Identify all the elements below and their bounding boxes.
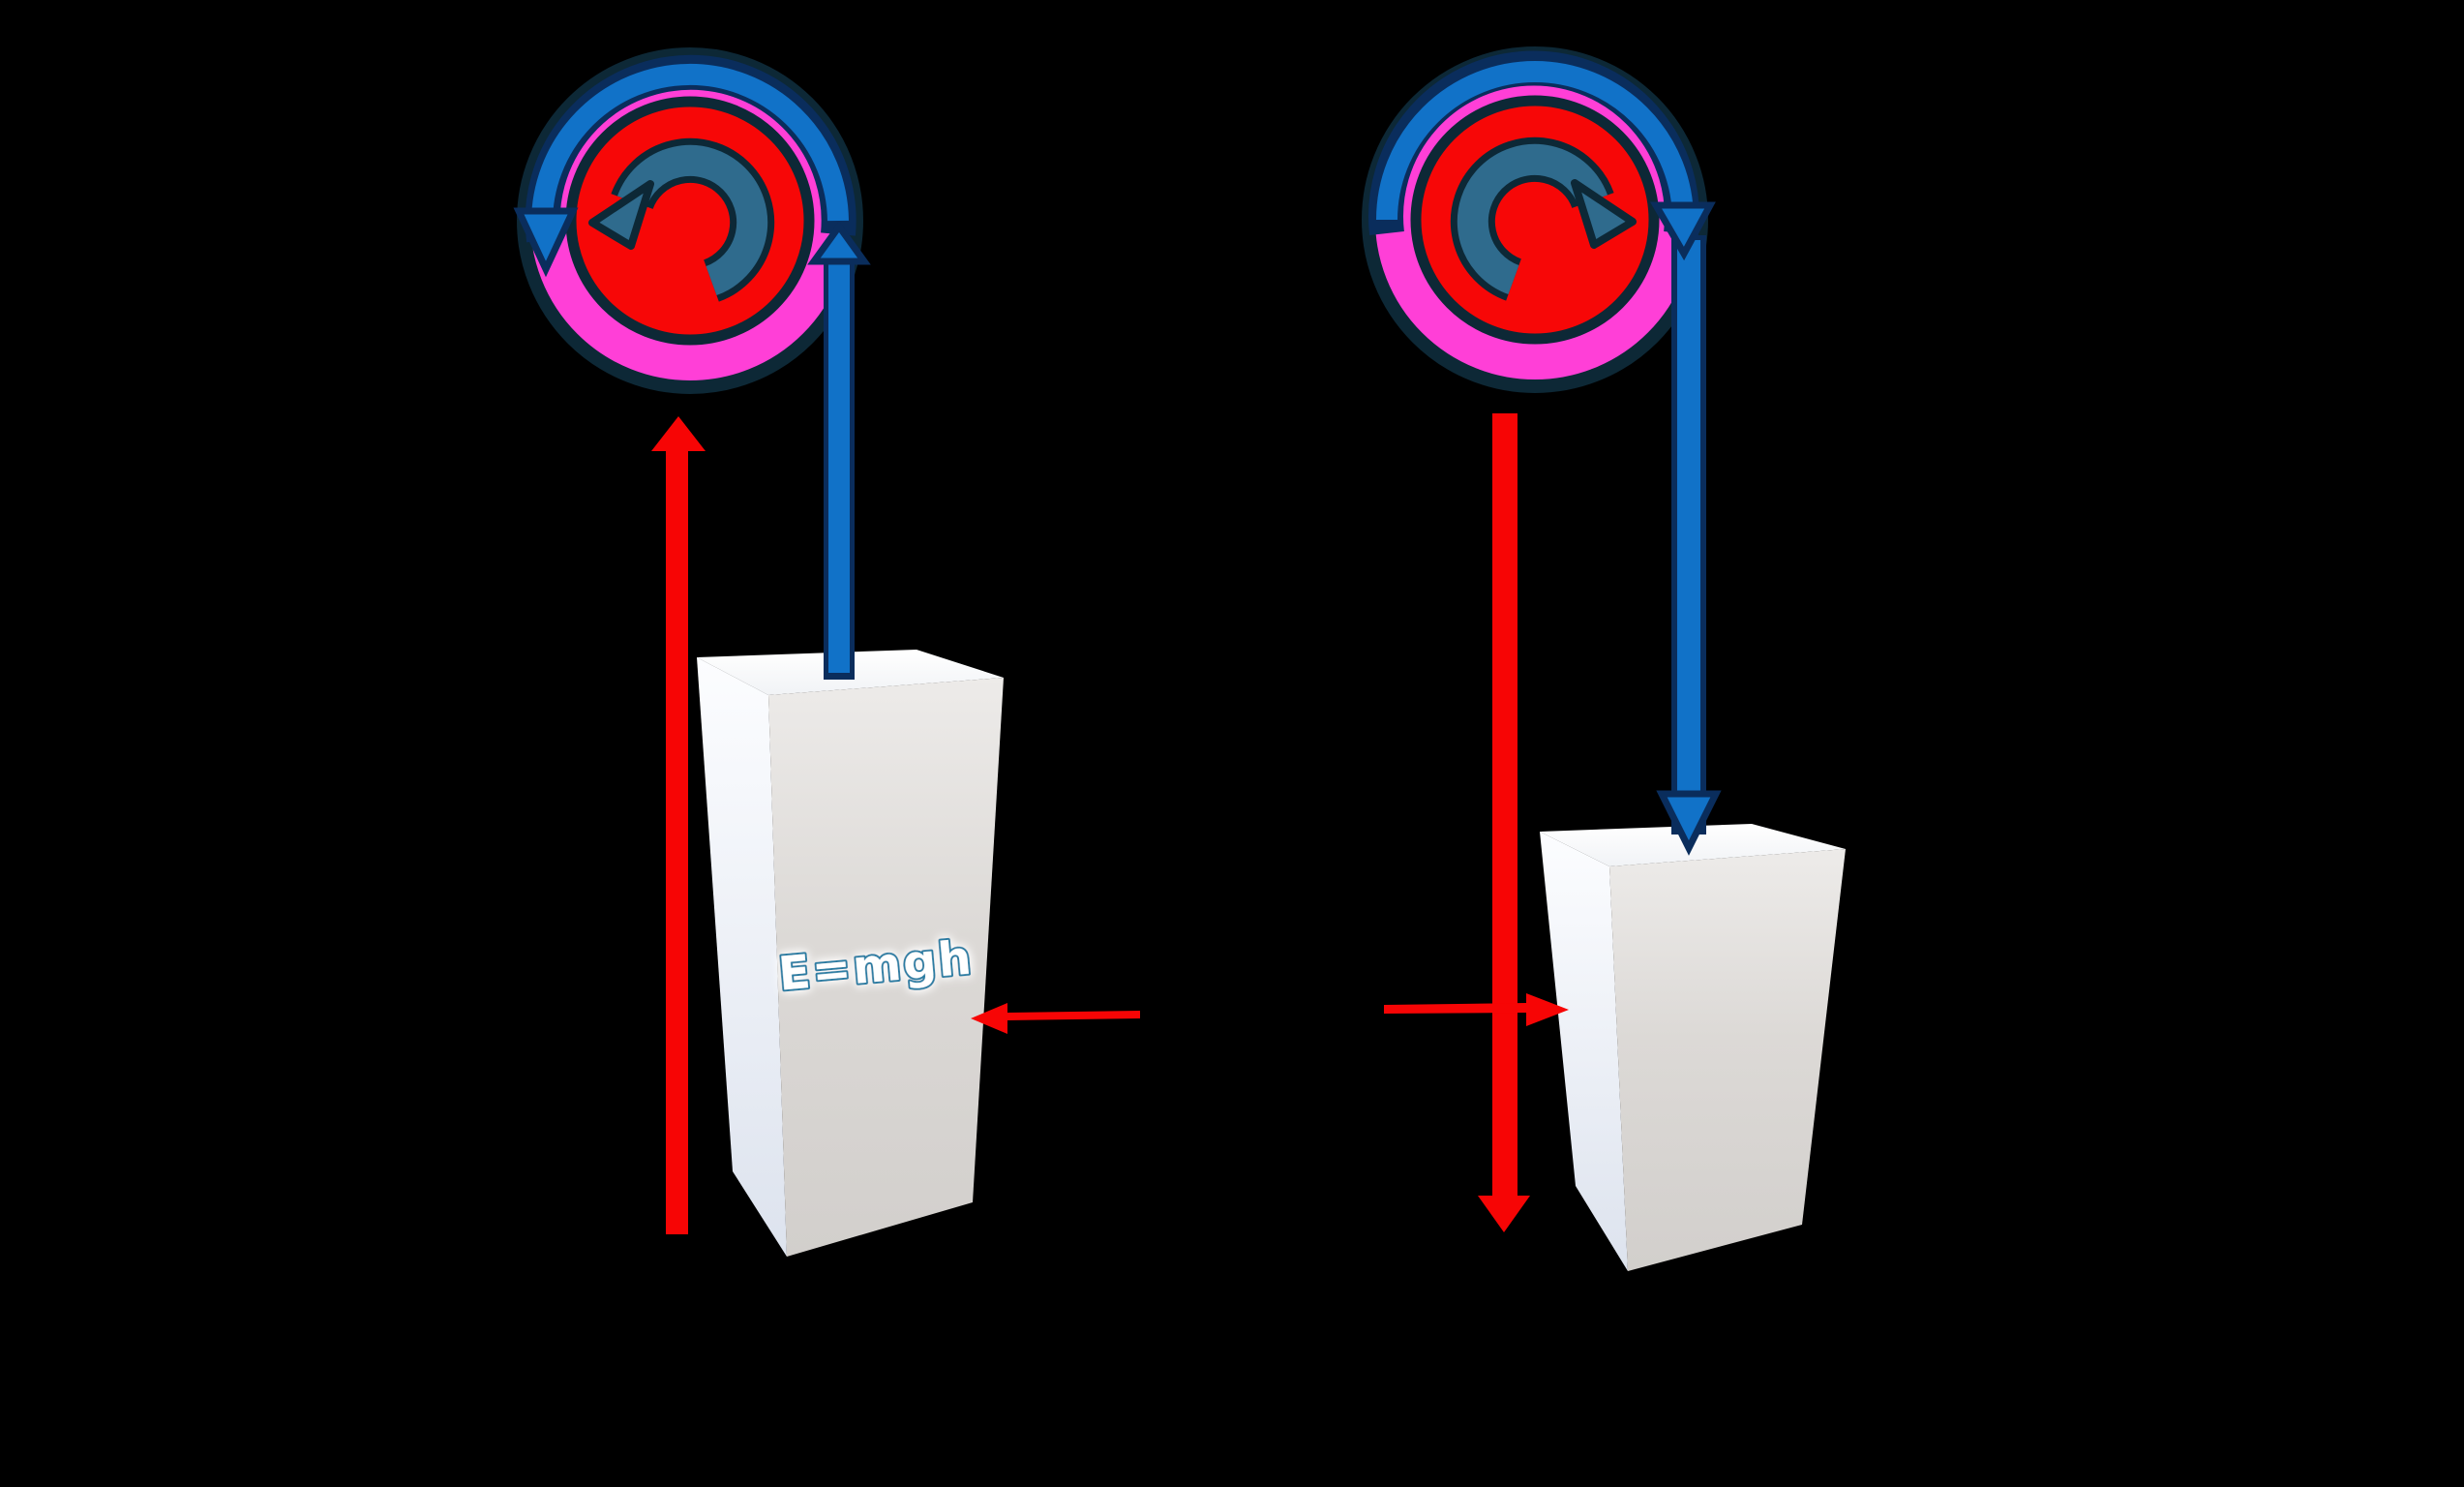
ccw-rotation-arc — [616, 144, 768, 296]
right-belt-arrowhead-down-icon — [1649, 201, 1716, 261]
clockwise-rotation-icon — [1450, 137, 1637, 301]
right-rope-arrowhead-down-icon — [1656, 790, 1722, 856]
left-pulley — [513, 47, 863, 394]
counterclockwise-rotation-icon — [588, 137, 775, 302]
cw-rotation-arc — [1457, 143, 1608, 295]
right-block-side-face — [1540, 832, 1628, 1271]
right-force-arrow-down — [1478, 413, 1530, 1232]
left-block-side-face — [697, 657, 787, 1257]
right-rope-fill — [1677, 240, 1700, 819]
left-belt-arc — [530, 64, 849, 226]
left-block-front-face — [768, 678, 1004, 1257]
right-rope-arrow-down — [1649, 201, 1722, 856]
right-belt-arc — [1376, 61, 1694, 221]
left-force-arrow-up — [651, 416, 706, 1234]
cw-rotation-arrowhead — [1571, 179, 1637, 249]
left-system: E=mgh — [513, 47, 1140, 1257]
left-push-arrow-left — [971, 1003, 1140, 1034]
right-block-front-face — [1609, 849, 1846, 1271]
right-system — [1362, 46, 1846, 1271]
left-rope-arrowhead-up-icon — [807, 221, 871, 265]
left-belt-arrowhead-down-icon — [513, 207, 579, 278]
left-rope-fill — [828, 258, 850, 673]
right-push-arrow-right — [1384, 993, 1569, 1026]
left-rope-arrow-up — [807, 221, 871, 680]
left-block: E=mgh — [697, 650, 1004, 1257]
ccw-rotation-arrowhead — [588, 180, 654, 250]
right-pulley — [1362, 46, 1708, 393]
